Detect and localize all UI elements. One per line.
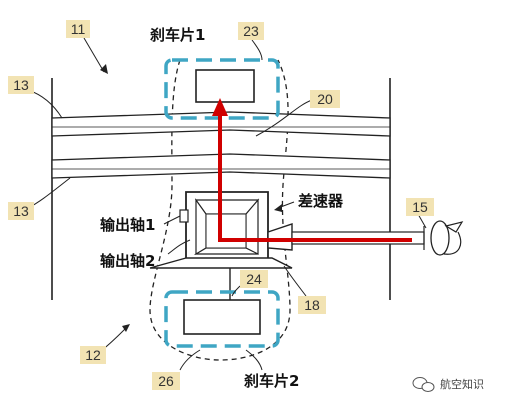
svg-text:15: 15 xyxy=(412,199,428,215)
leader-13b xyxy=(27,177,71,209)
leader-output-shaft-1 xyxy=(163,215,181,225)
svg-text:12: 12 xyxy=(85,347,101,363)
leader-20 xyxy=(255,99,313,137)
ref-badge-13a: 13 xyxy=(8,76,34,94)
input-pinion xyxy=(267,223,293,251)
leader-11-arrowhead xyxy=(100,64,108,74)
brake-pad-2-dashed-frame xyxy=(164,290,280,348)
gearbox-center xyxy=(205,213,247,249)
watermark-text: 航空知识 xyxy=(440,377,484,391)
svg-text:24: 24 xyxy=(246,271,262,287)
brake-pad-1-dashed-frame xyxy=(164,58,280,120)
power-path-arrow xyxy=(212,98,412,242)
ref-badge-26: 26 xyxy=(152,372,180,390)
ref-badge-23: 23 xyxy=(238,22,264,40)
leader-13a xyxy=(27,89,63,119)
svg-text:23: 23 xyxy=(243,23,259,39)
ref-badge-20: 20 xyxy=(310,90,340,108)
leader-15 xyxy=(417,213,427,229)
wechat-icon xyxy=(412,377,435,392)
watermark: 航空知识 xyxy=(412,377,484,392)
leader-output-shaft-2 xyxy=(167,239,191,255)
ref-badge-24: 24 xyxy=(240,270,268,288)
svg-text:13: 13 xyxy=(13,77,29,93)
leader-26 xyxy=(179,349,201,371)
output-shaft-1-stub xyxy=(179,209,189,223)
svg-text:26: 26 xyxy=(158,373,174,389)
svg-text:20: 20 xyxy=(317,91,333,107)
label-output-shaft-1: 输出轴1 xyxy=(100,216,155,234)
rotation-arrow-icon xyxy=(430,220,464,256)
label-differential: 差速器 xyxy=(298,192,344,210)
lower-flange xyxy=(149,257,293,269)
label-brake-pad-2: 刹车片2 xyxy=(244,372,299,390)
leader-23 xyxy=(251,39,263,61)
dashed-rotor-outline xyxy=(149,59,291,361)
leader-differential-arrowhead xyxy=(274,204,282,212)
leader-24 xyxy=(231,285,241,297)
leader-11 xyxy=(83,37,105,73)
ref-badge-13b: 13 xyxy=(8,202,34,220)
brake-pad-2-box xyxy=(183,299,261,335)
svg-text:13: 13 xyxy=(13,203,29,219)
svg-text:18: 18 xyxy=(304,297,320,313)
leader-brake-pad-2 xyxy=(245,349,263,371)
ref-badge-18: 18 xyxy=(298,296,326,314)
label-brake-pad-1: 刹车片1 xyxy=(150,26,205,44)
leader-12-arrowhead xyxy=(122,324,130,332)
ref-badge-15: 15 xyxy=(406,198,434,216)
svg-text:11: 11 xyxy=(71,21,86,37)
ref-badge-12: 12 xyxy=(80,346,106,364)
brake-pad-1-box xyxy=(195,69,255,103)
ref-badge-11: 11 xyxy=(66,20,90,38)
label-output-shaft-2: 输出轴2 xyxy=(100,252,155,270)
leader-18 xyxy=(283,265,307,297)
